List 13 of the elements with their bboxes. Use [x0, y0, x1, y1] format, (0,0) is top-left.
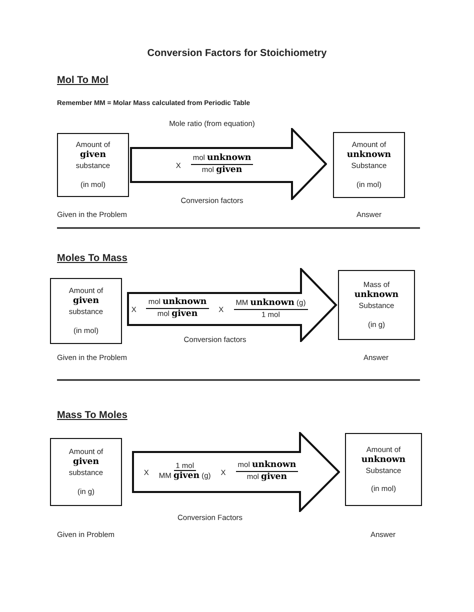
- quantity-box: [338, 270, 415, 340]
- quantity-box: [333, 132, 405, 198]
- block-arrow: [132, 432, 340, 512]
- title: Conversion Factors for Stoichiometry: [146, 48, 328, 59]
- section-heading: Moles To Mass: [57, 253, 128, 264]
- quantity-box: [50, 438, 122, 506]
- quantity-box: [345, 433, 422, 506]
- section-heading: Mass To Moles: [57, 410, 128, 421]
- quantity-box: [50, 278, 122, 344]
- block-arrow: [127, 268, 338, 342]
- block-arrow: [130, 128, 327, 200]
- section-heading: Mol To Mol: [57, 75, 108, 86]
- quantity-box: [57, 133, 129, 197]
